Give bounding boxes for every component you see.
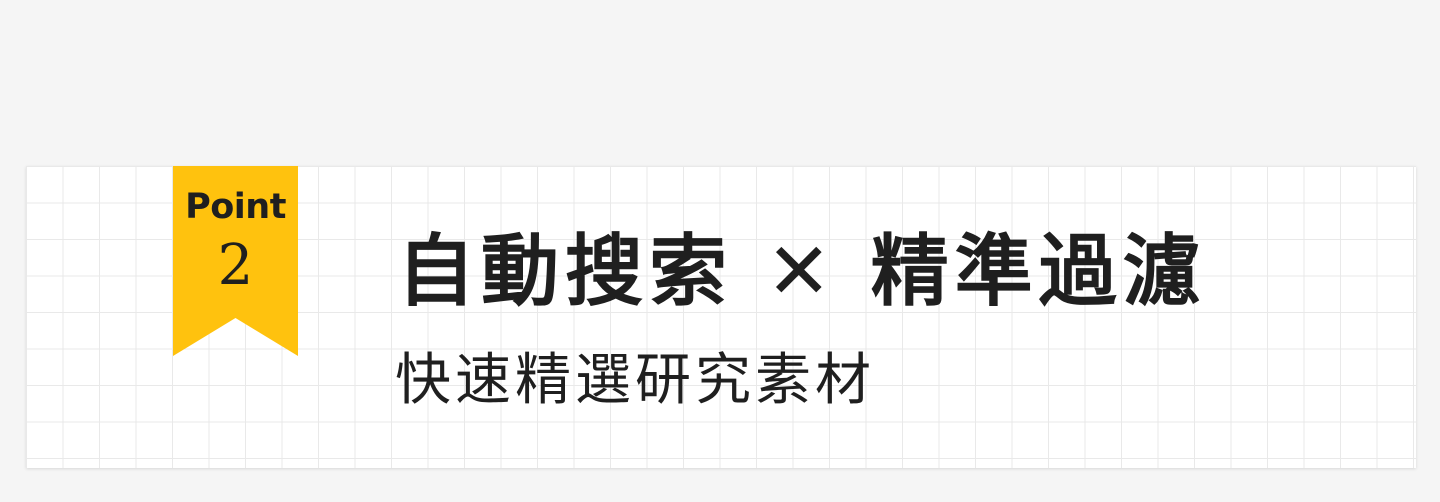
headline: 自動搜索 ✕ 精準過濾 (397, 227, 1207, 317)
ribbon-number: 2 (217, 233, 254, 298)
ribbon-shape (173, 166, 298, 356)
subheadline: 快速精選研究素材 (395, 348, 875, 413)
ribbon-label: Point (185, 187, 286, 227)
point-ribbon-badge: Point (173, 166, 298, 356)
